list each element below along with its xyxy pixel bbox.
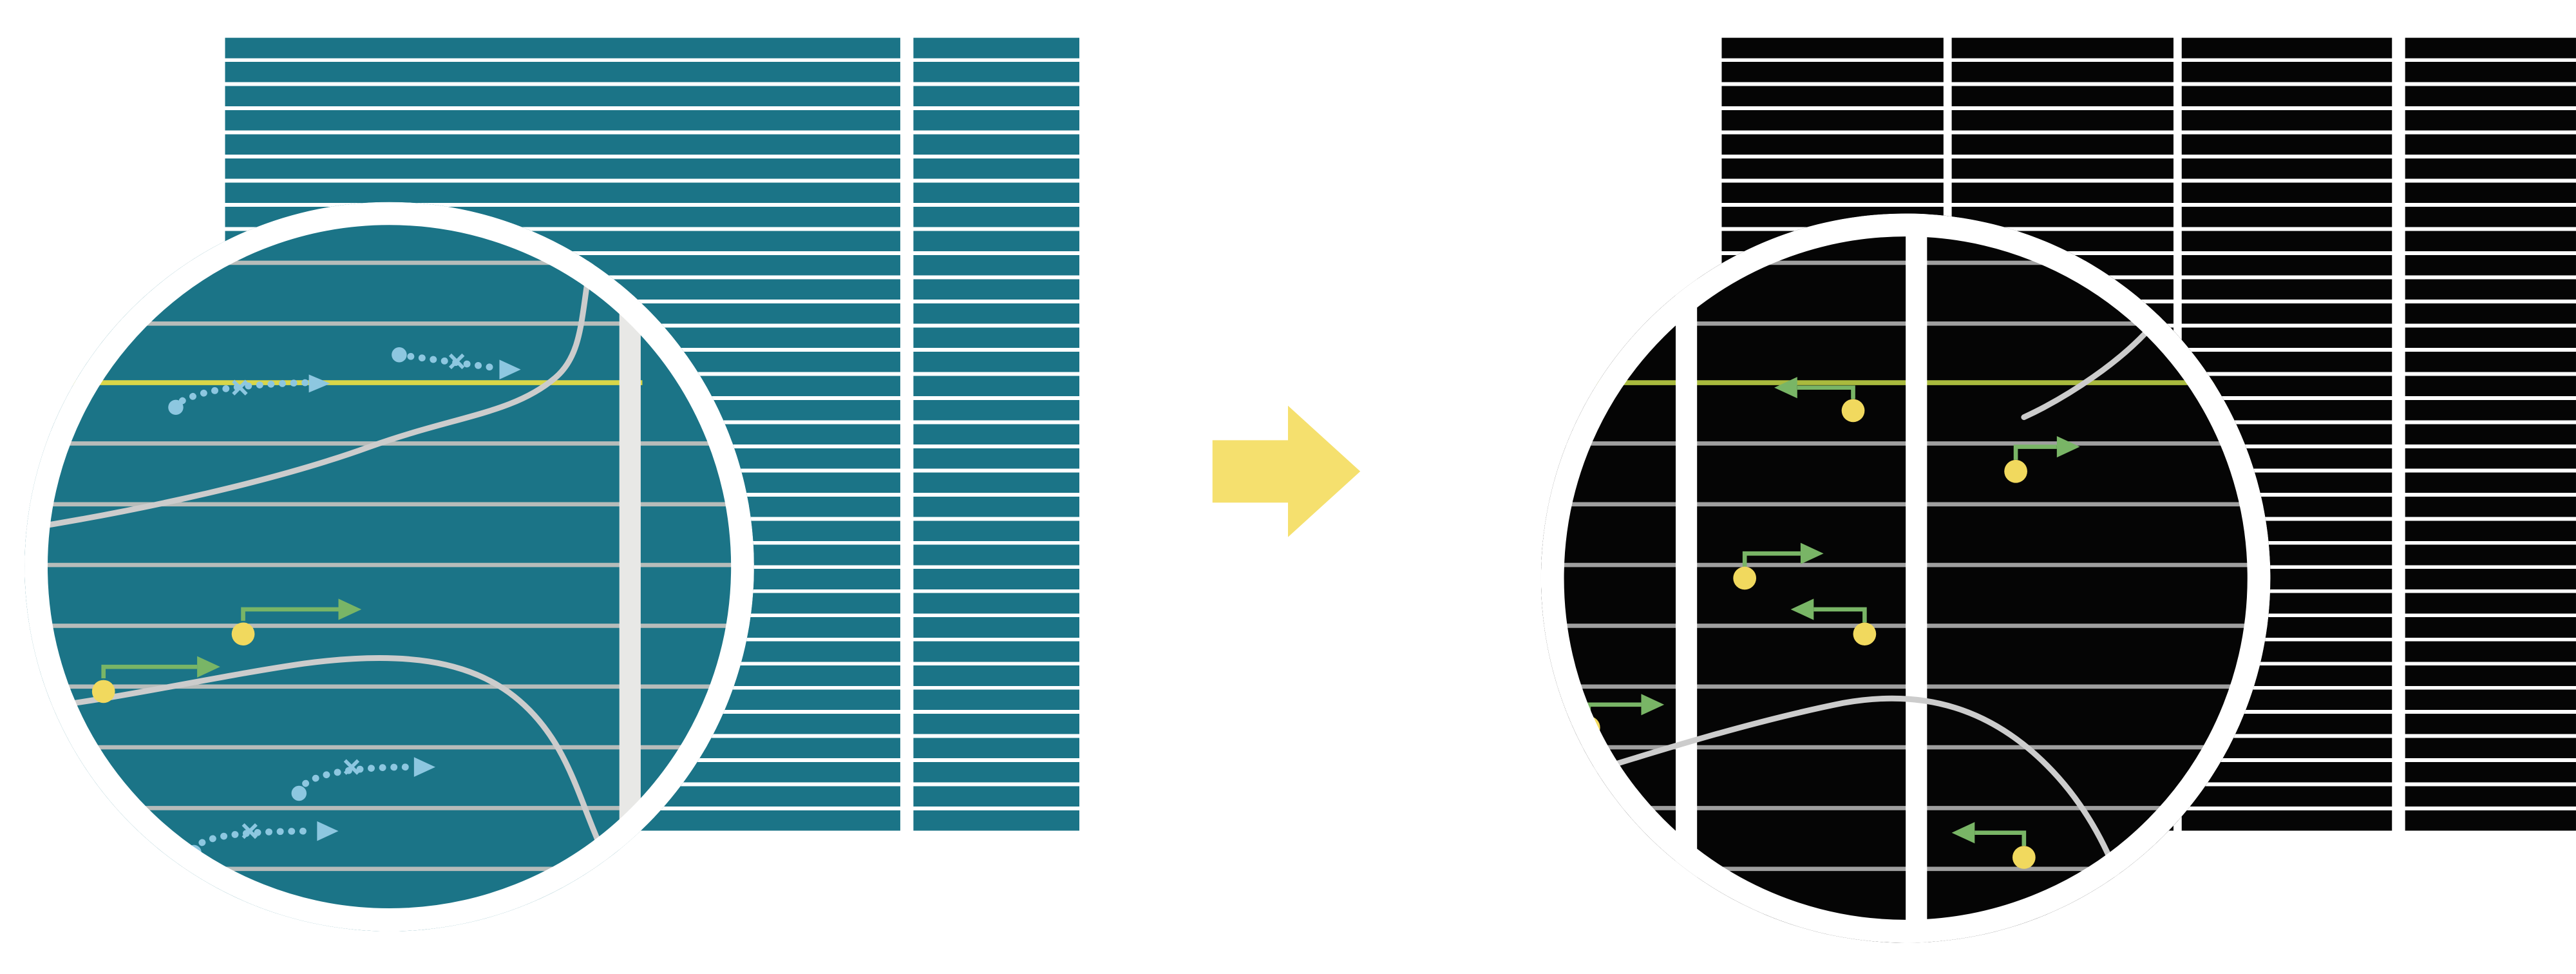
electron-path-1 [168, 374, 330, 415]
carrier-dot [231, 622, 255, 646]
recombination-x-mark [343, 759, 360, 775]
left-lens-ring [24, 202, 754, 931]
collection-arrowhead [1790, 598, 1814, 620]
carrier-dot [2004, 459, 2027, 483]
collection-arrow [241, 607, 339, 621]
carrier-collection-1 [231, 598, 362, 646]
left-cell-panel-strip [913, 37, 1080, 835]
right-arrow-shape [1212, 405, 1361, 537]
carrier-collection-2 [2004, 435, 2080, 483]
carrier-collection-4 [1790, 598, 1877, 646]
grain-boundary-curve [24, 240, 598, 532]
left-zoom-view [24, 202, 754, 931]
transition-arrow-icon [1212, 405, 1361, 537]
carrier-dot [2012, 846, 2036, 869]
electron-dotted-trail [178, 379, 309, 405]
electron-start-dot [392, 347, 407, 363]
electron-dotted-trail [198, 827, 317, 846]
right-zoom-lens [1540, 213, 2271, 943]
collection-arrow [1742, 551, 1801, 567]
recombination-x-mark [232, 379, 248, 396]
electron-path-2 [392, 347, 521, 379]
grain-boundary-curve [1544, 695, 2139, 933]
carrier-dot [1841, 399, 1865, 423]
carrier-collection-6 [1951, 822, 2036, 869]
electron-arrowhead [499, 359, 521, 379]
carrier-dot [91, 680, 115, 703]
left-zoom-lens [24, 202, 754, 931]
collection-arrowhead [2056, 435, 2080, 458]
collection-arrow [1797, 385, 1855, 399]
collection-arrowhead [1774, 377, 1797, 399]
right-cell-column-4 [2405, 37, 2576, 835]
transition-arrow-svg [1212, 405, 1361, 537]
collection-arrow [1975, 830, 2027, 846]
electron-start-dot [168, 399, 184, 415]
carrier-dot [1733, 566, 1757, 590]
collection-arrow [1814, 607, 1867, 623]
collection-arrowhead [338, 598, 362, 620]
right-lens-ring [1541, 213, 2271, 943]
carrier-collection-3 [1733, 542, 1824, 590]
carrier-collection-1 [1774, 377, 1865, 423]
electron-arrowhead [317, 821, 339, 841]
right-zoom-busbar-1 [1676, 213, 1698, 943]
collection-arrowhead [197, 656, 220, 678]
collection-arrowhead [1641, 694, 1665, 716]
recombination-x-mark [448, 353, 465, 370]
electron-arrowhead [413, 757, 436, 778]
collection-arrowhead [1951, 822, 1975, 844]
carrier-dot [1853, 622, 1877, 646]
right-zoom-busbar-2 [1906, 213, 1927, 943]
electron-arrowhead [308, 374, 330, 393]
electron-start-dot [291, 785, 307, 801]
right-zoom-view [1540, 213, 2271, 943]
collection-arrowhead [1800, 542, 1824, 564]
carrier-collection-2 [91, 656, 220, 703]
collection-arrow [2013, 444, 2057, 460]
electron-path-3 [291, 757, 436, 801]
collection-arrow [101, 664, 198, 679]
recombination-x-mark [242, 823, 258, 839]
